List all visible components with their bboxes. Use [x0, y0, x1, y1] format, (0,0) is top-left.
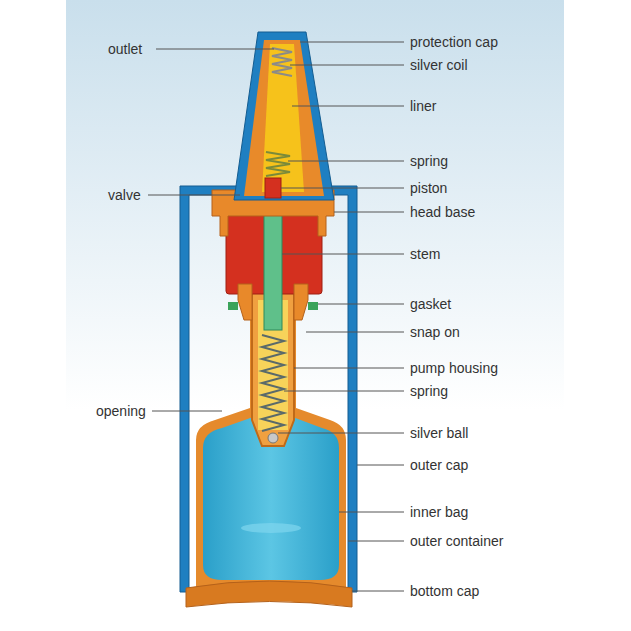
part-label: inner bag — [410, 503, 468, 521]
part-label: stem — [410, 245, 440, 263]
protection-cap — [234, 32, 334, 200]
part-label: liner — [410, 97, 436, 115]
gasket — [228, 302, 238, 310]
part-label: snap on — [410, 323, 460, 341]
part-label: bottom cap — [410, 582, 479, 600]
part-label: protection cap — [410, 33, 498, 51]
bag-highlight — [241, 523, 301, 533]
part-label: outer container — [410, 532, 503, 550]
part-label: gasket — [410, 295, 451, 313]
outer-cap — [180, 186, 357, 592]
part-label: valve — [108, 186, 141, 204]
spring — [266, 152, 290, 176]
part-label: spring — [410, 152, 448, 170]
spring — [262, 335, 284, 431]
bottom-cap — [186, 581, 352, 607]
part-label: pump housing — [410, 359, 498, 377]
inner-bag — [203, 416, 339, 580]
piston — [265, 178, 281, 198]
silver-ball — [268, 433, 278, 443]
part-label: piston — [410, 179, 447, 197]
part-label: silver coil — [410, 56, 468, 74]
part-label: opening — [96, 402, 146, 420]
silver-coil — [272, 48, 292, 76]
stem — [264, 200, 282, 330]
nozzle-body — [244, 40, 324, 196]
background-panel — [66, 0, 564, 631]
leader-lines — [148, 42, 404, 591]
part-label: silver ball — [410, 424, 468, 442]
gasket — [308, 302, 318, 310]
liner — [262, 44, 304, 192]
part-label: spring — [410, 382, 448, 400]
part-label: outer cap — [410, 456, 468, 474]
part-label: head base — [410, 203, 475, 221]
part-label: outlet — [108, 40, 142, 58]
